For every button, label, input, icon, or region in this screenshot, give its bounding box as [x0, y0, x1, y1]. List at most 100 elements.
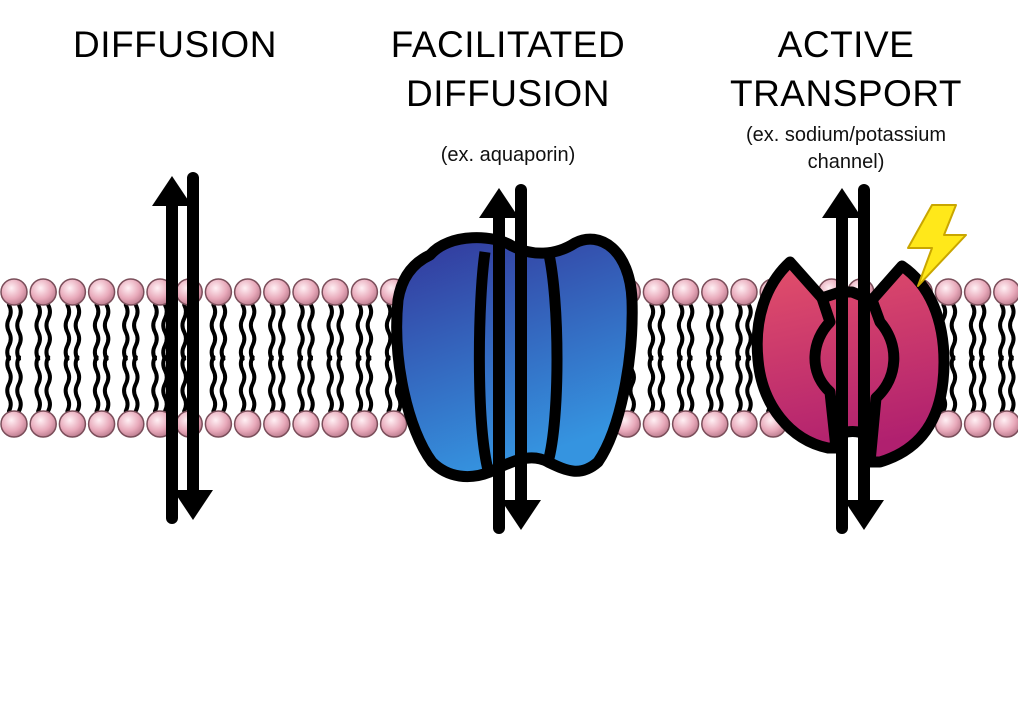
lipid-head-top — [934, 278, 963, 306]
lipid-head-top — [701, 278, 729, 306]
lipid-head-top — [963, 278, 992, 306]
lipid-tail-top — [102, 303, 111, 361]
lipid-tail-bottom — [978, 355, 987, 413]
facilitated-down-arrowhead — [501, 500, 541, 530]
lipid-tail-top — [657, 303, 666, 361]
active-title-line2: TRANSPORT — [729, 73, 962, 114]
lipid-head-bottom — [350, 410, 379, 438]
lipid-tail-bottom — [336, 355, 344, 413]
lipid-head-top — [29, 278, 57, 306]
lipid-tail-top — [248, 303, 257, 361]
lipid-tail-bottom — [180, 355, 188, 413]
lipid-tail-top — [15, 303, 23, 361]
lipid-head-top — [292, 278, 320, 306]
lipid-head-top — [642, 278, 671, 306]
active-example: (ex. sodium/potassium channel) — [696, 122, 996, 176]
lipid-head-bottom — [730, 410, 758, 438]
lipid-tail-top — [180, 303, 188, 361]
lipid-head-bottom — [0, 410, 28, 438]
lipid-tail-top — [745, 303, 753, 361]
lipid-tail-top — [209, 303, 218, 361]
lipid-tail-top — [384, 303, 393, 361]
lipid-tail-top — [5, 303, 13, 361]
lipid-tail-bottom — [355, 355, 364, 413]
lipid-tail-bottom — [44, 355, 52, 413]
active-example-line2: channel) — [807, 151, 885, 173]
lipid-tail-bottom — [647, 355, 656, 413]
lipid-tail-bottom — [706, 355, 714, 413]
lipid-tail-top — [278, 303, 286, 361]
lipid-tail-bottom — [716, 355, 724, 413]
lipid-tail-bottom — [34, 355, 42, 413]
lipid-tail-bottom — [384, 355, 393, 413]
lipid-tail-top — [978, 303, 987, 361]
lipid-tail-top — [307, 303, 315, 361]
lipid-head-bottom — [993, 410, 1018, 438]
facilitated-example: (ex. aquaporin) — [440, 144, 576, 166]
lipid-head-bottom — [321, 410, 349, 438]
lipid-head-top — [117, 278, 145, 306]
lipid-tail-bottom — [745, 355, 753, 413]
active-up-arrowhead — [822, 188, 862, 218]
diffusion-arrows — [152, 172, 213, 524]
lipid-head-bottom — [29, 410, 57, 438]
active-transport-title: ACTIVE TRANSPORT — [696, 20, 996, 118]
lipid-tail-top — [735, 303, 743, 361]
lipid-tail-bottom — [278, 355, 286, 413]
lipid-tail-bottom — [209, 355, 218, 413]
lipid-tail-bottom — [122, 355, 130, 413]
lipid-head-top — [58, 278, 87, 306]
lipid-tail-top — [122, 303, 130, 361]
sodium-potassium-pump — [751, 256, 950, 468]
lipid-head-bottom — [642, 410, 671, 438]
lipid-head-top — [730, 278, 758, 306]
diffusion-title: DIFFUSION — [73, 24, 277, 65]
lipid-tail-bottom — [73, 355, 82, 413]
lightning-bolt-icon — [907, 204, 967, 287]
lipid-tail-bottom — [657, 355, 666, 413]
lipid-tail-top — [34, 303, 42, 361]
lipid-tail-bottom — [238, 355, 247, 413]
lipid-tail-top — [44, 303, 52, 361]
lipid-head-bottom — [701, 410, 729, 438]
lipid-tail-bottom — [248, 355, 257, 413]
diffusion-down-arrowhead — [173, 490, 213, 520]
lipid-head-bottom — [379, 410, 408, 438]
lipid-tail-top — [706, 303, 714, 361]
lipid-tail-top — [336, 303, 344, 361]
facilitated-up-arrowhead — [479, 188, 519, 218]
lipid-tail-top — [998, 303, 1006, 361]
lipid-head-bottom — [117, 410, 145, 438]
lipid-tail-bottom — [968, 355, 977, 413]
lipid-tail-bottom — [102, 355, 111, 413]
lipid-tail-top — [73, 303, 82, 361]
facilitated-title-line1: FACILITATED — [390, 24, 626, 65]
lipid-tail-bottom — [15, 355, 23, 413]
lipid-tail-top — [676, 303, 685, 361]
lipid-tail-top — [1008, 303, 1016, 361]
lipid-tail-top — [92, 303, 101, 361]
lipid-tail-bottom — [151, 355, 159, 413]
lipid-head-bottom — [963, 410, 992, 438]
lipid-head-top — [0, 278, 28, 306]
lipid-tail-top — [238, 303, 247, 361]
lipid-tail-bottom — [92, 355, 101, 413]
lipid-tail-top — [151, 303, 159, 361]
lipid-head-bottom — [204, 410, 233, 438]
facilitated-diffusion-title: FACILITATED DIFFUSION — [358, 20, 658, 118]
lipid-head-top — [204, 278, 233, 306]
facilitated-title-line2: DIFFUSION — [406, 73, 610, 114]
lipid-head-top — [993, 278, 1018, 306]
pump-body — [751, 256, 950, 468]
lipid-head-bottom — [58, 410, 87, 438]
lipid-tail-bottom — [326, 355, 334, 413]
active-example-line1: (ex. sodium/potassium — [745, 124, 947, 146]
lipid-tail-top — [968, 303, 977, 361]
lipid-head-top — [671, 278, 700, 306]
lipid-tail-bottom — [365, 355, 374, 413]
lipid-tail-bottom — [735, 355, 743, 413]
lipid-tail-bottom — [1008, 355, 1016, 413]
lipid-tail-bottom — [998, 355, 1006, 413]
lipid-tail-bottom — [307, 355, 315, 413]
